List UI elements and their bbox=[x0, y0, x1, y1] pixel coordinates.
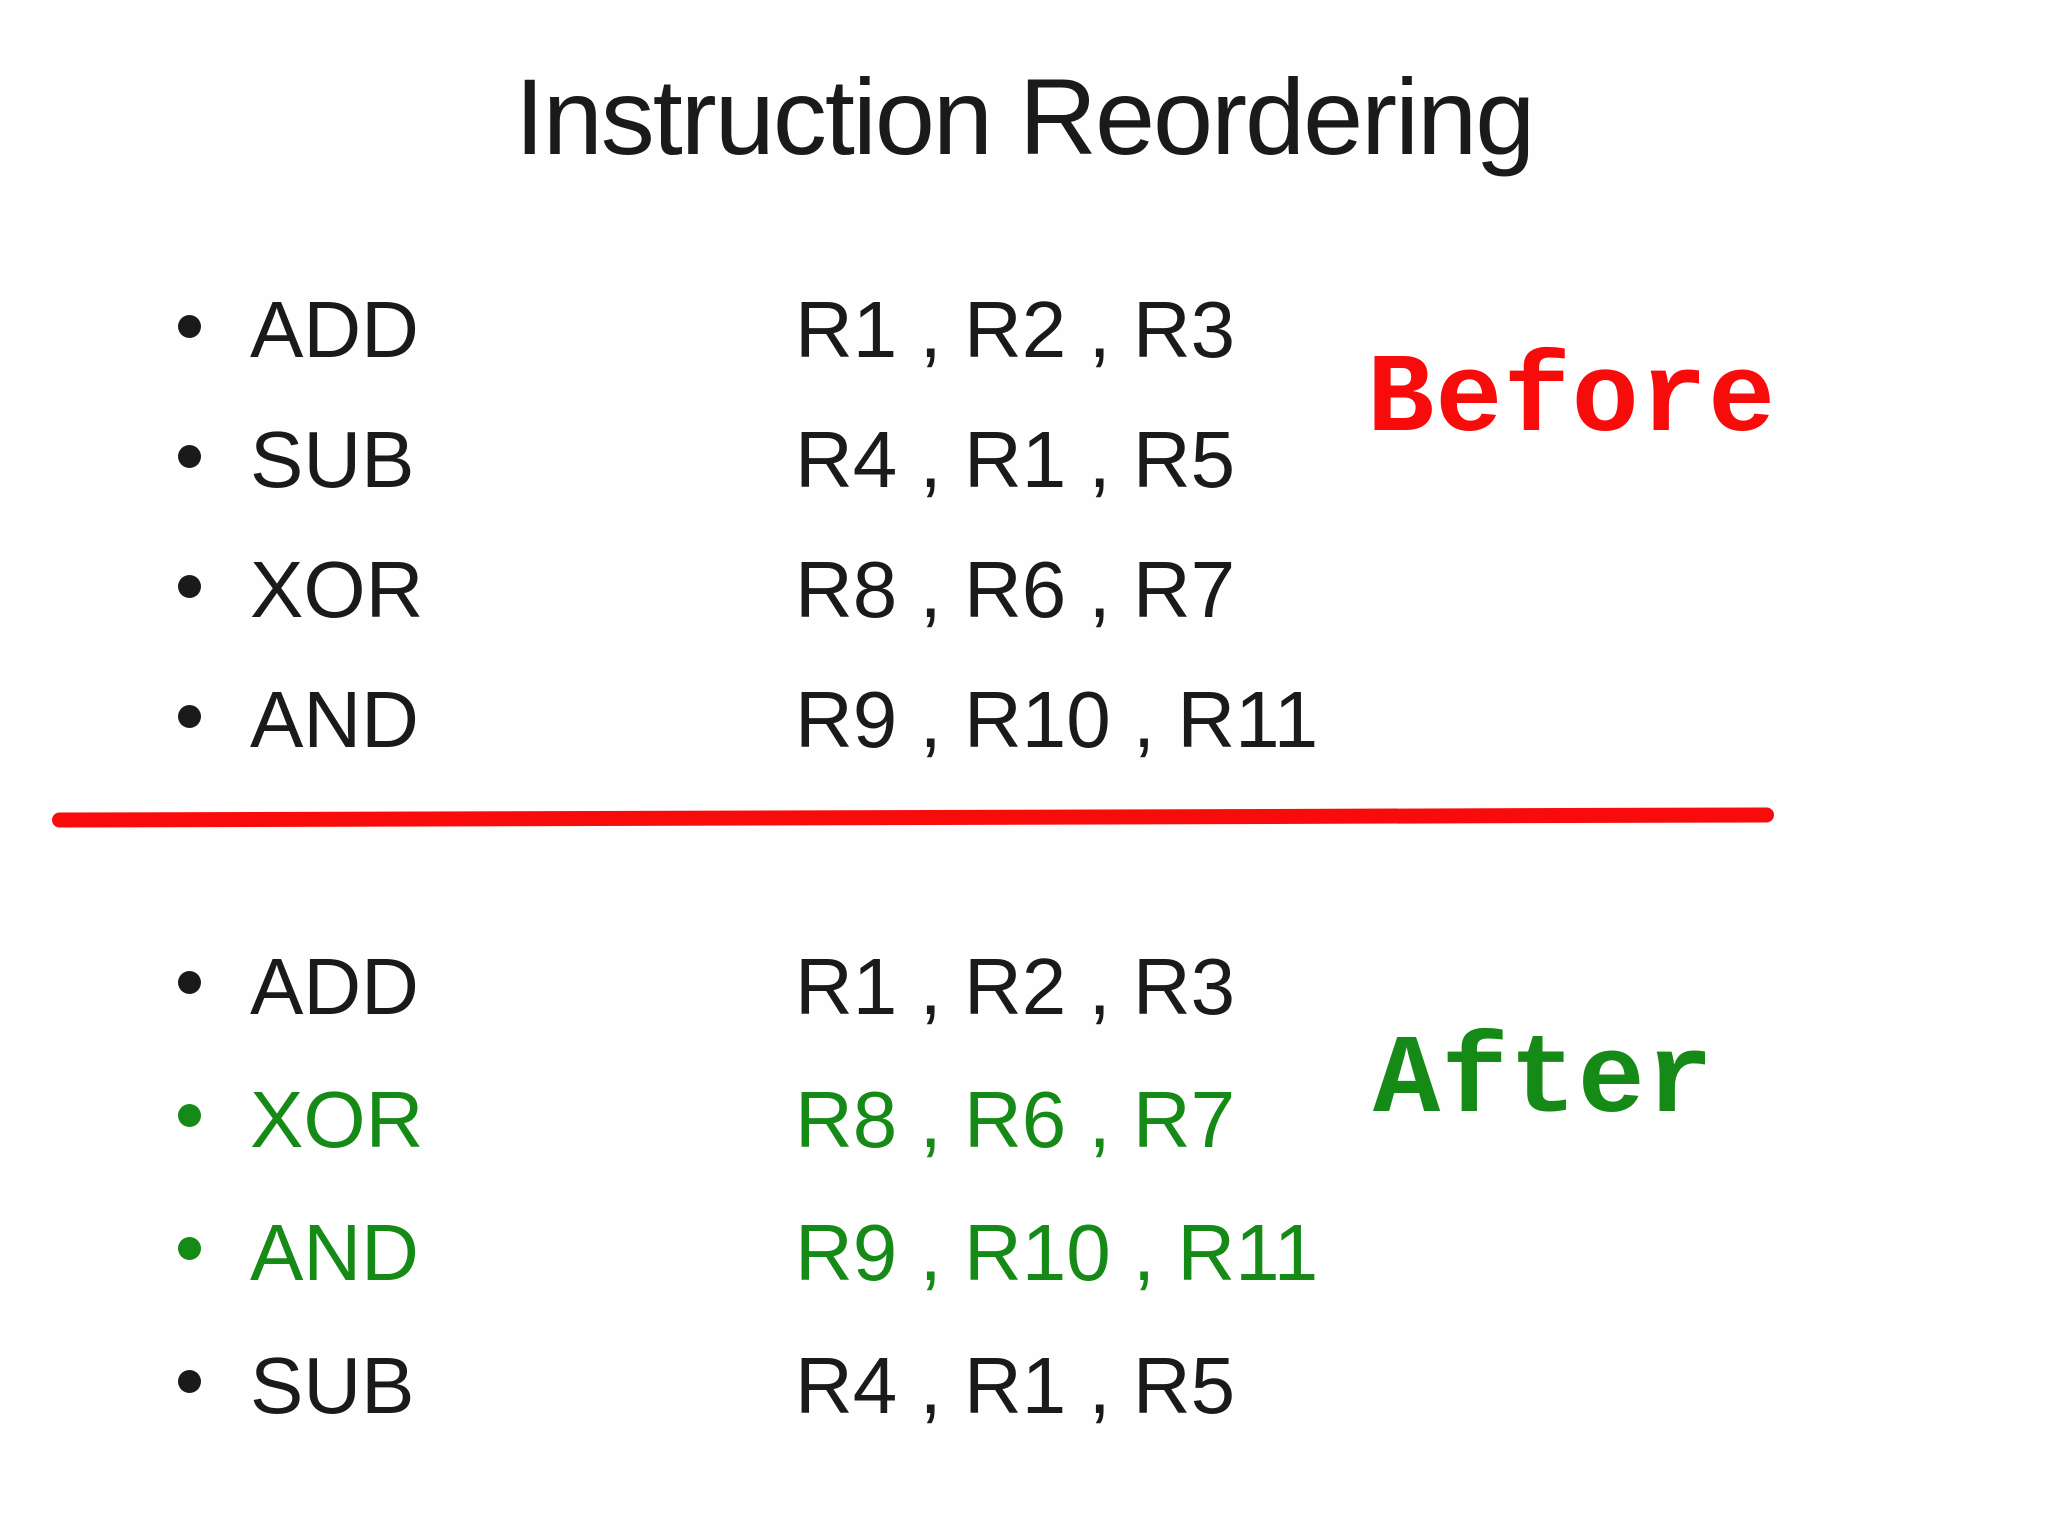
slide-title: Instruction Reordering bbox=[514, 56, 1536, 177]
bullet-icon bbox=[178, 1370, 201, 1393]
bullet-icon bbox=[178, 314, 201, 338]
bullet-icon bbox=[178, 1237, 201, 1260]
operands: R4 , R1 , R5 bbox=[795, 415, 1236, 504]
operands: R8 , R6 , R7 bbox=[795, 1074, 1236, 1164]
bullet-icon bbox=[178, 574, 201, 598]
bullet-icon bbox=[178, 704, 201, 728]
opcode: SUB bbox=[250, 415, 415, 504]
bullet-icon bbox=[178, 971, 201, 994]
operands: R1 , R2 , R3 bbox=[795, 285, 1236, 374]
opcode: AND bbox=[250, 675, 419, 764]
operands: R1 , R2 , R3 bbox=[795, 941, 1236, 1031]
bullet-icon bbox=[178, 444, 201, 468]
instruction-row: SUB R4 , R1 , R5 bbox=[0, 395, 2048, 525]
before-label: Before bbox=[1367, 337, 1777, 464]
opcode: SUB bbox=[250, 1340, 415, 1430]
before-instruction-list: ADD R1 , R2 , R3 SUB R4 , R1 , R5 XOR R8… bbox=[0, 265, 2048, 785]
opcode: AND bbox=[250, 1207, 419, 1297]
opcode: ADD bbox=[250, 941, 419, 1031]
opcode: ADD bbox=[250, 285, 419, 374]
instruction-row: AND R9 , R10 , R11 bbox=[0, 1186, 2048, 1319]
opcode: XOR bbox=[250, 545, 424, 634]
bullet-icon bbox=[178, 1104, 201, 1127]
operands: R8 , R6 , R7 bbox=[795, 545, 1236, 634]
instruction-row: XOR R8 , R6 , R7 bbox=[0, 1053, 2048, 1186]
operands: R9 , R10 , R11 bbox=[795, 1207, 1319, 1297]
instruction-row: ADD R1 , R2 , R3 bbox=[0, 265, 2048, 395]
operands: R9 , R10 , R11 bbox=[795, 675, 1319, 764]
after-instruction-list: ADD R1 , R2 , R3 XOR R8 , R6 , R7 AND R9… bbox=[0, 920, 2048, 1452]
operands: R4 , R1 , R5 bbox=[795, 1340, 1236, 1430]
divider-line bbox=[51, 807, 1775, 828]
instruction-row: XOR R8 , R6 , R7 bbox=[0, 525, 2048, 655]
opcode: XOR bbox=[250, 1074, 424, 1164]
instruction-row: AND R9 , R10 , R11 bbox=[0, 655, 2048, 785]
instruction-row: SUB R4 , R1 , R5 bbox=[0, 1319, 2048, 1452]
instruction-row: ADD R1 , R2 , R3 bbox=[0, 920, 2048, 1053]
after-label: After bbox=[1373, 1018, 1715, 1145]
